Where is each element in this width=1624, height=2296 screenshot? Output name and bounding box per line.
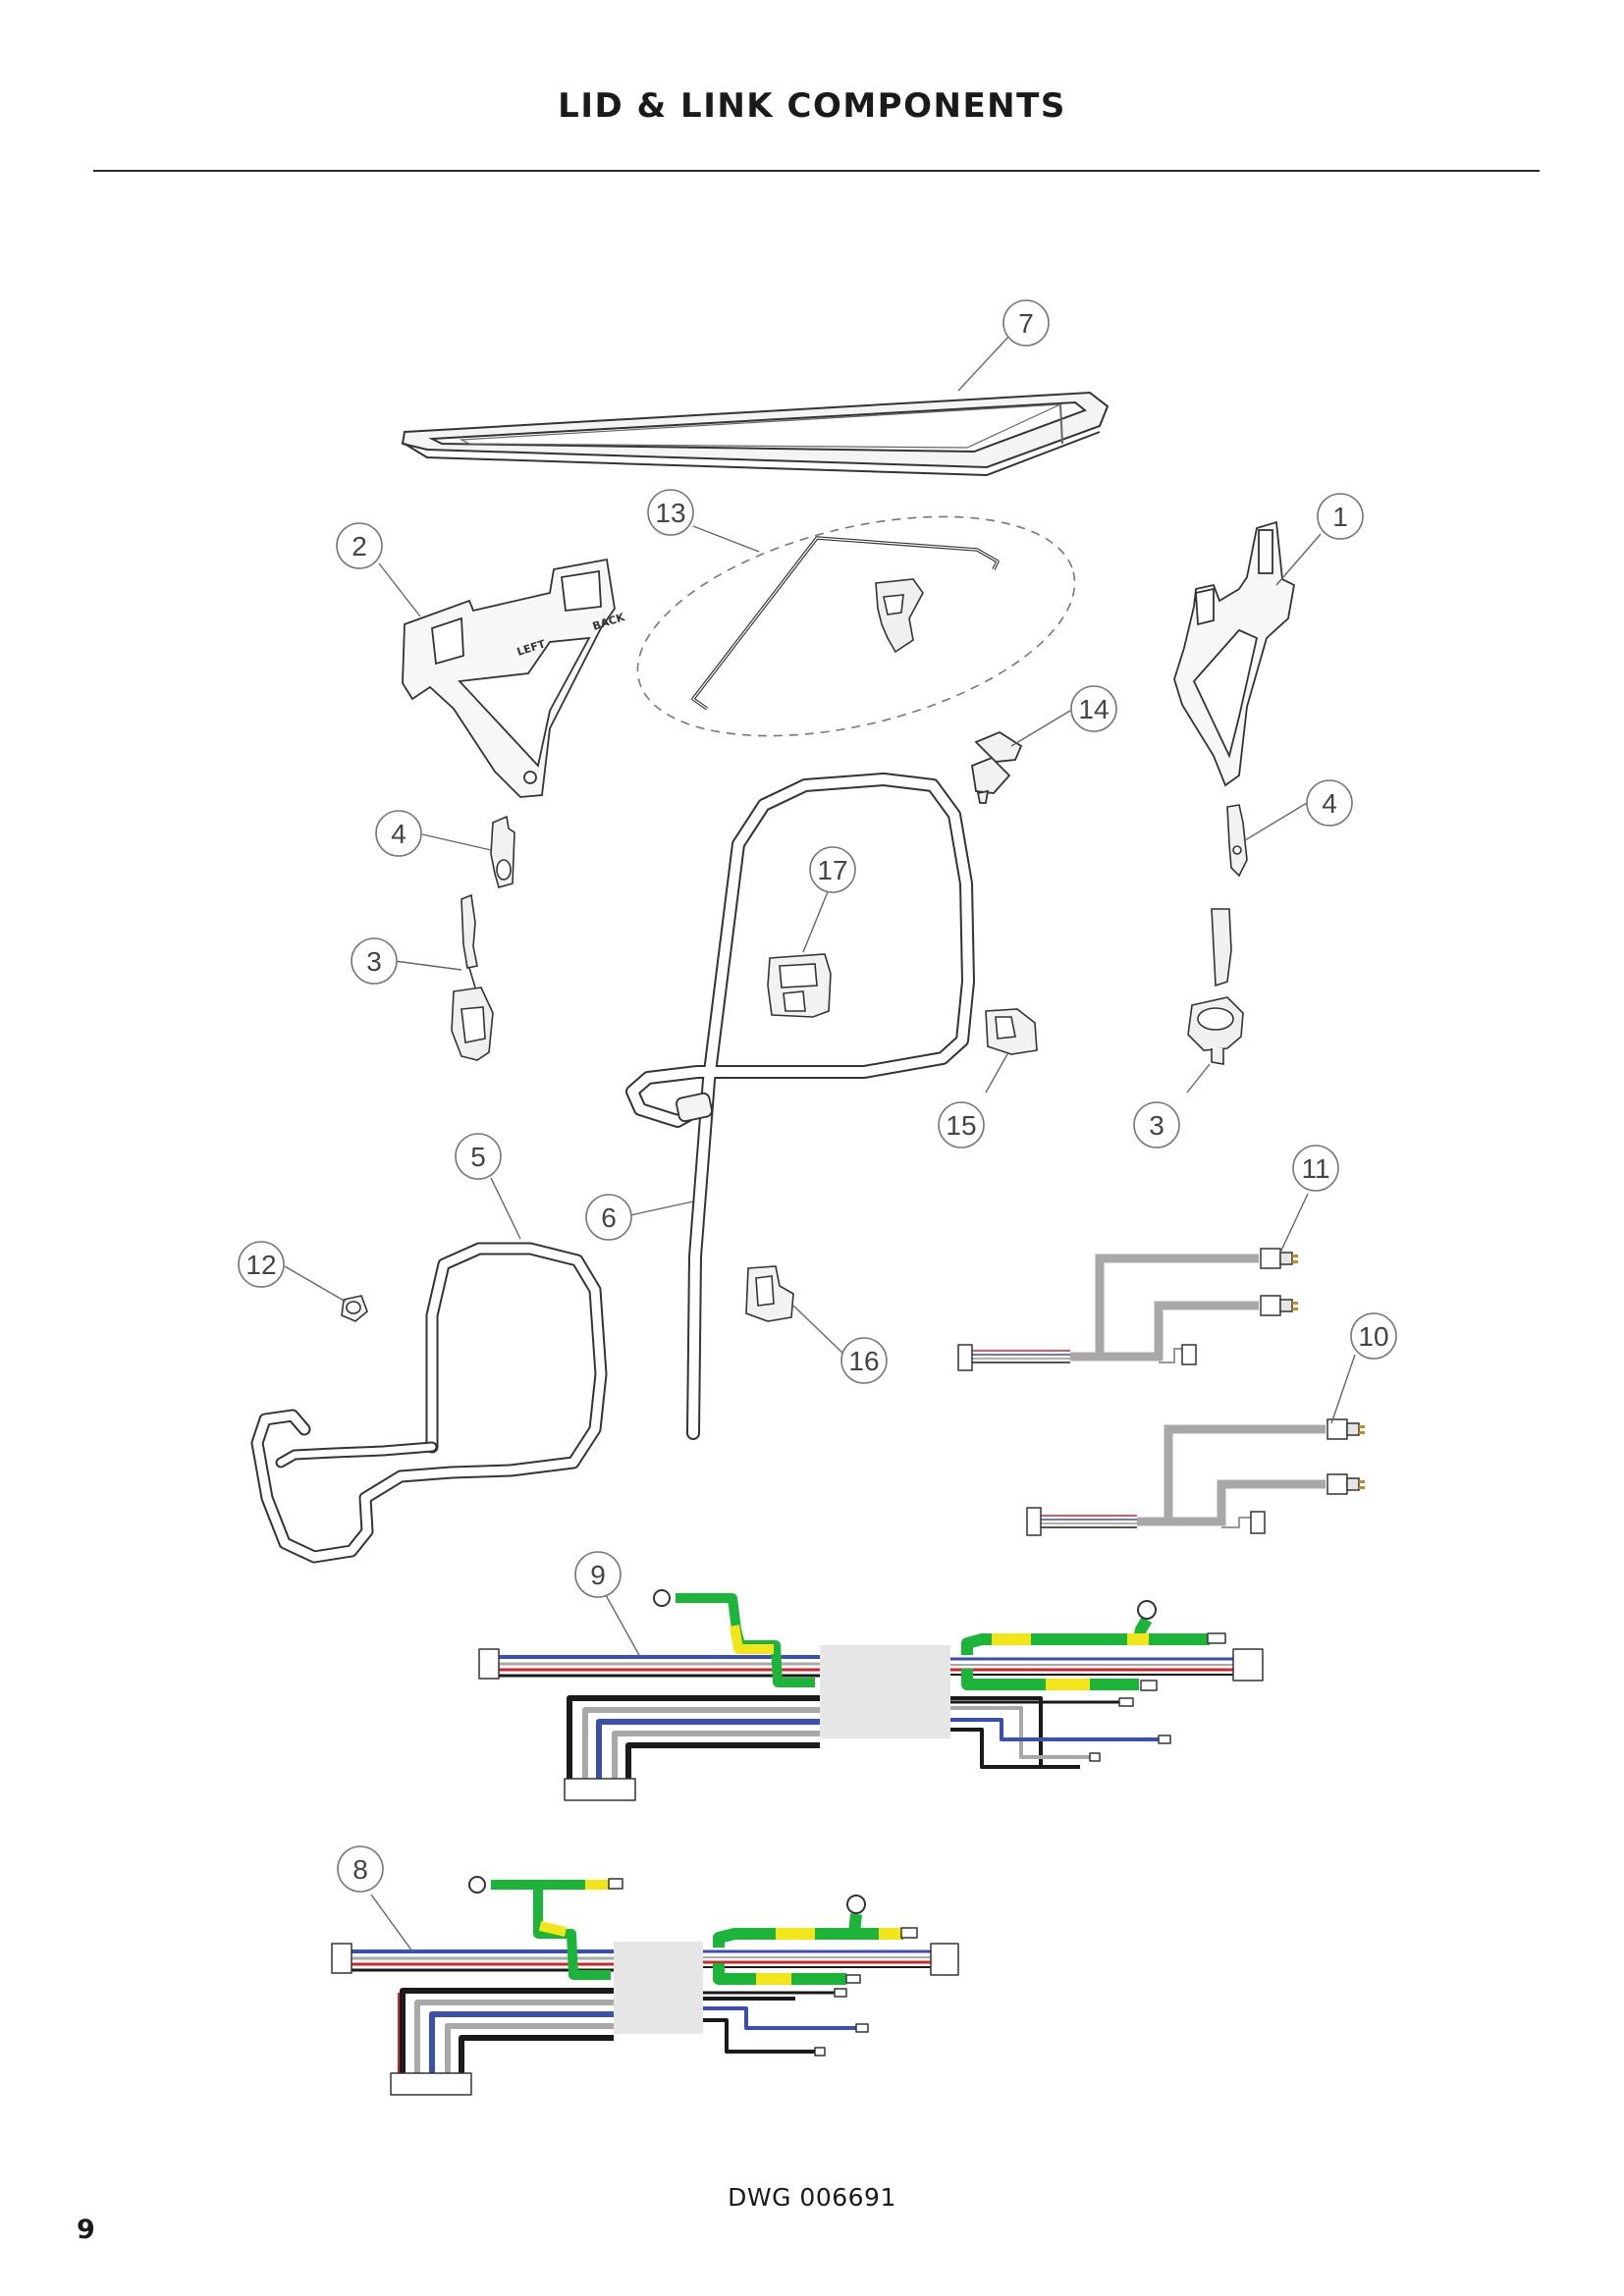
lid-frame-part [401, 391, 1110, 477]
callout-4-left [375, 810, 422, 857]
callout-9 [574, 1551, 622, 1598]
title-rule [93, 170, 1540, 172]
actuator-left [451, 893, 494, 1061]
page-number: 9 [77, 2215, 95, 2245]
callout-label-7: 7 [1018, 308, 1034, 339]
page-title: LID & LINK COMPONENTS [558, 86, 1066, 126]
callout-label-12: 12 [245, 1250, 276, 1280]
callout-label-11: 11 [1301, 1153, 1329, 1184]
callout-labels: 7 13 2 1 14 4 4 17 3 15 3 5 11 6 12 10 1… [245, 308, 1388, 1885]
callout-16 [840, 1337, 888, 1384]
callout-17 [809, 846, 856, 893]
callout-label-15: 15 [946, 1110, 976, 1141]
hose-clip-15 [985, 1008, 1038, 1055]
callout-3-left [351, 937, 398, 985]
callout-label-17: 17 [817, 855, 847, 885]
hose-clip-17 [767, 953, 832, 1018]
callout-label-4-left: 4 [391, 819, 406, 849]
hose-clip-16 [745, 1265, 794, 1322]
harness-10 [1026, 1418, 1365, 1536]
callout-label-6: 6 [601, 1202, 617, 1233]
harness-11 [957, 1248, 1298, 1371]
callout-12 [238, 1241, 285, 1288]
right-hinge-bracket [1173, 520, 1296, 787]
callout-13 [647, 489, 694, 536]
callout-15 [938, 1101, 985, 1148]
callout-label-3-right: 3 [1149, 1110, 1164, 1141]
callout-label-16: 16 [848, 1346, 879, 1376]
callout-label-13: 13 [655, 498, 685, 528]
callout-8 [337, 1845, 384, 1893]
callout-1 [1317, 493, 1364, 540]
wiring-harness-9 [478, 1589, 1264, 1801]
callout-10 [1350, 1312, 1397, 1360]
callout-5 [455, 1133, 502, 1180]
callout-label-9: 9 [590, 1560, 606, 1590]
callout-11 [1292, 1145, 1339, 1192]
drain-hose-part [625, 773, 975, 1440]
fill-hose-part [250, 1242, 608, 1564]
link-rod-group [636, 515, 1076, 737]
callout-label-8: 8 [352, 1854, 368, 1885]
callout-14 [1070, 685, 1117, 732]
drawing-number: DWG 006691 [728, 2183, 896, 2212]
callout-label-3-left: 3 [366, 946, 382, 977]
link-clip-right [1226, 804, 1248, 878]
callout-2 [336, 522, 383, 569]
callout-leaders [284, 335, 1356, 1952]
hose-clamp-12 [341, 1295, 368, 1322]
callout-label-5: 5 [470, 1142, 486, 1172]
callout-label-1: 1 [1332, 502, 1348, 532]
wiring-harness-8 [331, 1876, 959, 2096]
callout-3-right [1133, 1101, 1180, 1148]
callout-4-right [1306, 779, 1353, 827]
callout-label-10: 10 [1358, 1321, 1388, 1352]
callout-6 [585, 1194, 632, 1241]
left-hinge-bracket: LEFT BACK [402, 558, 626, 798]
callout-circles [238, 299, 1397, 1893]
link-plug-part [971, 730, 1023, 804]
callout-label-4-right: 4 [1322, 788, 1337, 819]
actuator-right [1187, 908, 1244, 1065]
callout-label-2: 2 [352, 531, 367, 561]
callout-7 [1002, 299, 1050, 347]
callout-label-14: 14 [1078, 694, 1109, 724]
link-clip-left [490, 815, 515, 888]
